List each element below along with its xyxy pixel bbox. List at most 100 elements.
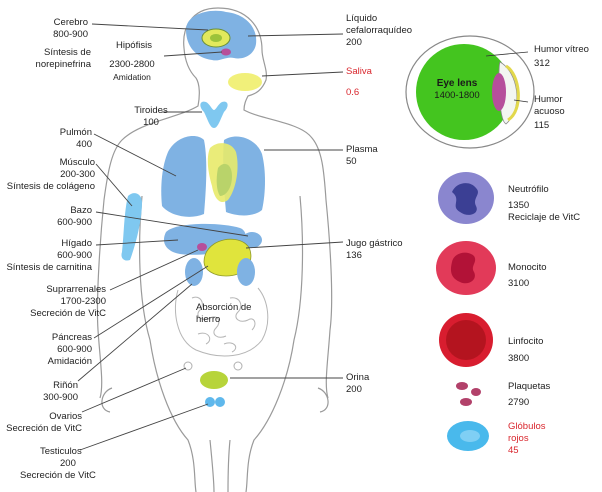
plaquetas-value: 2790 [508, 397, 530, 408]
cerebro-value: 800-900 [53, 29, 88, 40]
platelet-1 [456, 382, 468, 390]
absorcion-name: Absorción de hierro [196, 302, 252, 325]
testiculos-value: 200 [60, 458, 76, 469]
jugo-value: 136 [346, 250, 362, 261]
suprarrenales-value: 1700-2300 [60, 296, 106, 307]
eye-lens-shape [492, 73, 506, 111]
saliva-value: 0.6 [346, 87, 360, 98]
label-testiculos: Testiculos 200 Secreción de VitC [20, 446, 96, 482]
label-saliva: Saliva 0.6 [346, 66, 372, 99]
ovarios-note: Secreción de VitC [6, 423, 82, 434]
orina-value: 200 [346, 384, 362, 395]
left-lung-shape [161, 136, 207, 217]
label-hipofisis-values: 2300-2800 Amidation [102, 59, 162, 83]
musculo-value: 200-300 [60, 169, 95, 180]
neutrophil-nucleus [452, 183, 478, 215]
higado-value: 600-900 [57, 250, 92, 261]
monocyte-nucleus [450, 252, 476, 284]
hipofisis-value: 2300-2800 [109, 59, 155, 70]
acuoso-value: 115 [534, 120, 550, 131]
label-higado: Hígado 600-900 Síntesis de carnitina [6, 238, 92, 274]
liquido-name: Líquido cefalorraquídeo [346, 13, 413, 36]
bladder-shape [200, 371, 228, 389]
orina-name: Orina [346, 372, 370, 383]
monocito-value: 3100 [508, 278, 530, 289]
plaquetas-name: Plaquetas [508, 381, 551, 392]
blood-cells [436, 172, 496, 451]
red-blood-cell-center [460, 430, 480, 442]
monocito-name: Monocito [508, 262, 547, 273]
label-linfocito: Linfocito 3800 [508, 336, 543, 365]
plasma-name: Plasma [346, 144, 378, 155]
pancreas-note: Amidación [47, 356, 92, 367]
testis-right [215, 397, 225, 407]
label-pulmon: Pulmón 400 [60, 127, 92, 151]
linfocito-value: 3800 [508, 353, 530, 364]
saliva-gland-shape [228, 73, 262, 91]
rinon-value: 300-900 [43, 392, 78, 403]
label-monocito: Monocito 3100 [508, 262, 547, 290]
testiculos-note: Secreción de VitC [20, 470, 96, 481]
label-jugo: Jugo gástrico 136 [346, 238, 403, 262]
label-eye-lens: Eye lens 1400-1800 [418, 78, 496, 102]
label-orina: Orina 200 [346, 372, 369, 396]
label-ovarios: Ovarios Secreción de VitC [6, 411, 82, 435]
bazo-name: Bazo [70, 205, 92, 216]
intestine-shape [175, 287, 269, 357]
heart-inner [216, 163, 232, 196]
higado-name: Hígado [61, 238, 92, 249]
label-globulos: Glóbulos rojos 45 [508, 421, 560, 457]
eye-cornea [505, 64, 520, 122]
eye-outer-ring [405, 35, 535, 149]
label-liquido: Líquido cefalorraquídeo 200 [346, 13, 424, 49]
bazo-value: 600-900 [57, 217, 92, 228]
label-cerebro-note: Síntesis de norepinefrina [1, 47, 91, 71]
acuoso-name: Humor acuoso [534, 94, 565, 117]
label-absorcion: Absorción de hierro [196, 302, 256, 326]
label-bazo: Bazo 600-900 [57, 205, 92, 229]
label-rinon: Riñón 300-900 [43, 380, 78, 404]
platelet-2 [471, 388, 481, 396]
adrenal-shape [197, 243, 207, 251]
tiroides-name: Tiroides [134, 105, 168, 116]
suprarrenales-name: Suprarrenales [46, 284, 106, 295]
label-neutrofilo: Neutrófilo 1350 Reciclaje de VitC [508, 184, 580, 224]
vitreo-name: Humor vítreo [534, 44, 589, 55]
label-hipofisis: Hipófisis [106, 40, 162, 52]
eye-vitreous [416, 44, 512, 140]
right-kidney-shape [237, 258, 255, 286]
testiculos-name: Testiculos [40, 446, 82, 457]
higado-note: Síntesis de carnitina [6, 262, 92, 273]
rinon-name: Riñón [53, 380, 78, 391]
label-humor-acuoso: Humor acuoso 115 [534, 94, 584, 132]
brain-core-green [210, 34, 222, 42]
label-tiroides: Tiroides 100 [126, 105, 176, 129]
globulos-name: Glóbulos rojos [508, 421, 546, 444]
musculo-note: Síntesis de colágeno [6, 181, 95, 192]
neutrofilo-name: Neutrófilo [508, 184, 549, 195]
thyroid-shape [200, 101, 228, 128]
cerebro-note: Síntesis de norepinefrina [35, 47, 91, 70]
leader-lines [77, 23, 344, 451]
suprarrenales-note: Secreción de VitC [30, 308, 106, 319]
tiroides-value: 100 [143, 117, 159, 128]
label-musculo: Músculo 200-300 Síntesis de colágeno [7, 157, 95, 193]
eye-diagram [405, 35, 535, 149]
label-humor-vitreo: Humor vítreo 312 [534, 44, 594, 70]
pancreas-name: Páncreas [51, 332, 92, 343]
eye-lens-name: Eye lens [436, 78, 478, 89]
pituitary-shape [221, 48, 231, 56]
musculo-name: Músculo [59, 157, 95, 168]
body-outline [96, 7, 333, 492]
label-suprarrenales: Suprarrenales 1700-2300 Secreción de Vit… [30, 284, 106, 320]
jugo-name: Jugo gástrico [346, 238, 403, 249]
label-pancreas: Páncreas 600-900 Amidación [48, 332, 92, 368]
cerebro-name: Cerebro [53, 17, 88, 28]
linfocito-name: Linfocito [508, 336, 544, 347]
neutrofilo-value: 1350 [508, 200, 530, 211]
neutrofilo-note: Reciclaje de VitC [508, 212, 581, 223]
lymphocyte-nucleus [446, 320, 486, 360]
saliva-name: Saliva [346, 66, 372, 77]
eye-lens-value: 1400-1800 [434, 90, 480, 101]
